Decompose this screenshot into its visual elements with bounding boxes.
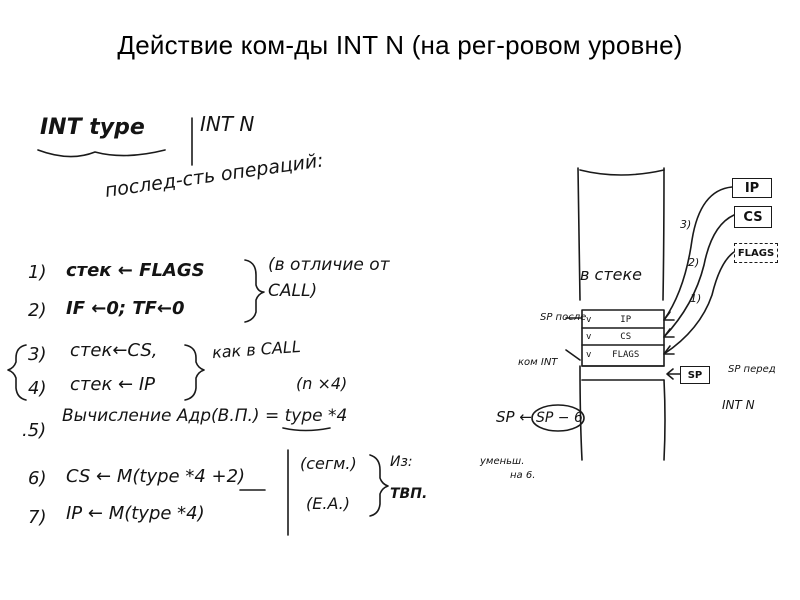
after-int-label: ком INT (518, 357, 558, 368)
sp-before-label: SP перед (728, 364, 776, 375)
step-5-text: Вычисление Адр(В.П.) = type *4 (62, 406, 348, 426)
sp-formula: SP − 6 (536, 410, 583, 426)
register-ip: IP (732, 178, 772, 198)
step-4-number: 4) (28, 378, 47, 399)
stack-cell-cs: v CS (582, 328, 664, 345)
step-7-number: 7) (28, 507, 47, 528)
stack-cell-ip-label: IP (620, 314, 632, 325)
header-int-type: INT type (40, 115, 145, 140)
cell-marker-icon: v (586, 331, 592, 342)
stack-cell-ip: v IP (582, 311, 664, 328)
sp-register-box: SP (680, 366, 710, 384)
arrow-label-3: 3) (680, 218, 692, 231)
slide-title: Действие ком-ды INT N (на рег-ровом уров… (117, 30, 683, 60)
step-2-number: 2) (28, 300, 47, 321)
tvp-note: ТВП. (390, 486, 428, 502)
step-3-number: 3) (28, 344, 47, 365)
register-flags: FLAGS (734, 243, 778, 263)
stack-cell-flags-label: FLAGS (612, 350, 640, 360)
stack-cell-cs-label: CS (620, 331, 632, 342)
step-6-text: CS ← M(type *4 +2) (66, 466, 246, 487)
n-times-4-note: (n ×4) (296, 374, 348, 393)
arrow-label-2: 2) (688, 256, 700, 269)
arrow-label-1: 1) (690, 292, 702, 305)
step-7-text: IP ← M(type *4) (66, 503, 205, 524)
sp-after-label: SP после (540, 312, 587, 323)
step-5-number: .5) (22, 420, 47, 441)
sp-formula-left: SP ← (496, 408, 532, 426)
step-6-number: 6) (28, 468, 47, 489)
step-1-number: 1) (28, 262, 47, 283)
unlike-call-note: (в отличие от CALL) (268, 255, 390, 301)
header-int-n: INT N (200, 112, 255, 136)
register-cs: CS (734, 206, 772, 228)
ea-note: (E.A.) (306, 494, 351, 513)
segm-note: (сегм.) (300, 454, 357, 473)
step-1-text: стек ← FLAGS (66, 260, 205, 281)
cell-marker-icon: v (586, 350, 592, 360)
cell-marker-icon: v (586, 314, 592, 325)
from-note: Из: (390, 454, 413, 470)
step-3-text: стек←CS, (70, 340, 158, 361)
stack-cell-flags: v FLAGS (582, 345, 664, 365)
decrease-label: уменьш. (480, 456, 525, 467)
step-4-text: стек ← IP (70, 374, 156, 395)
step-2-text: IF ←0; TF←0 (66, 298, 185, 319)
stack-label: в стеке (580, 265, 642, 284)
sp-before-int-label: INT N (722, 398, 755, 412)
decrease-label-2: на 6. (510, 470, 536, 481)
